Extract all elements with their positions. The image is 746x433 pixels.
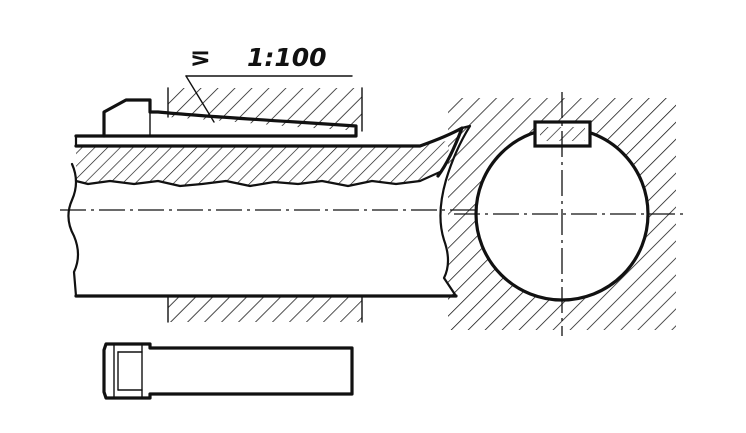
shaft [67, 124, 472, 298]
hub-lower-section [167, 295, 363, 323]
taper-key-detail [102, 342, 354, 400]
shaft-section-band [76, 140, 452, 186]
cross-section-view [448, 92, 686, 336]
taper-key [102, 98, 358, 138]
taper-symbol: ⋝ [190, 43, 211, 72]
taper-ratio-label: 1:100 [247, 43, 327, 72]
taper-annotation: ⋝ 1:100 [185, 43, 353, 123]
section-break-line [74, 170, 442, 188]
